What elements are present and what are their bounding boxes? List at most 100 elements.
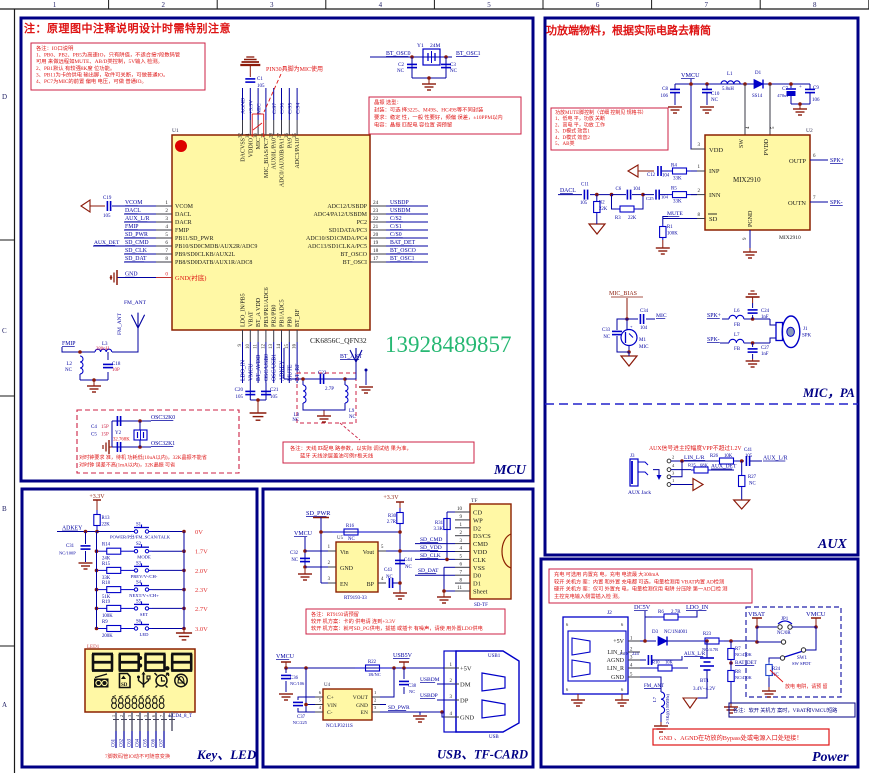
svg-text:SD_PWR: SD_PWR xyxy=(388,705,410,711)
svg-text:蓝牙 天线涂层盖油可例F板天线: 蓝牙 天线涂层盖油可例F板天线 xyxy=(300,452,374,460)
svg-text:1: 1 xyxy=(328,545,331,550)
svg-text:MIC: MIC xyxy=(639,345,649,350)
svg-text:AUX: AUX xyxy=(817,537,847,552)
svg-text:TF: TF xyxy=(471,498,477,504)
svg-text:FMIP: FMIP xyxy=(62,341,76,347)
svg-text:CK6856C_QFN32: CK6856C_QFN32 xyxy=(310,336,367,345)
svg-text:4: 4 xyxy=(165,224,168,230)
svg-text:1、PB0、PB2、PB5为高速IO，只有阱值，不适合接7段: 1、PB0、PB2、PB5为高速IO，只有阱值，不适合接7段数码管 xyxy=(36,51,180,59)
svg-text:NC: NC xyxy=(450,69,458,74)
svg-text:L1: L1 xyxy=(727,72,733,77)
svg-text:较开 关机方 案：内置 和外置 充电都 可选，电量检测用 V: 较开 关机方 案：内置 和外置 充电都 可选，电量检测用 VBAT内置 AD检测 xyxy=(554,577,724,585)
svg-text:L3: L3 xyxy=(102,342,108,347)
svg-text:2: 2 xyxy=(161,1,165,9)
svg-text:S1: S1 xyxy=(136,523,142,528)
svg-text:+3.3V: +3.3V xyxy=(383,495,399,501)
svg-text:D3/CS: D3/CS xyxy=(473,533,491,540)
svg-text:AUX信号进主控幅度VPP不超过1.2V: AUX信号进主控幅度VPP不超过1.2V xyxy=(649,444,742,452)
svg-text:BT1: BT1 xyxy=(700,679,709,684)
svg-text:NC/225: NC/225 xyxy=(293,720,308,725)
svg-text:5.8uH: 5.8uH xyxy=(722,87,734,92)
svg-text:R15: R15 xyxy=(102,562,111,567)
svg-text:R6: R6 xyxy=(658,610,664,615)
svg-text:4、PC7为MIC的前置 偏电 电压，可做 普通IO。: 4、PC7为MIC的前置 偏电 电压，可做 普通IO。 xyxy=(36,77,147,85)
svg-text:NC/4.7R: NC/4.7R xyxy=(702,647,718,652)
svg-text:8: 8 xyxy=(165,256,168,262)
svg-text:+3.3V: +3.3V xyxy=(89,494,105,500)
svg-text:C4: C4 xyxy=(91,425,97,430)
svg-text:GND: GND xyxy=(125,272,138,278)
svg-text:R25: R25 xyxy=(688,463,696,468)
svg-text:3: 3 xyxy=(127,715,132,717)
svg-text:NC: NC xyxy=(386,575,393,580)
svg-text:BAT_DET: BAT_DET xyxy=(390,240,416,246)
svg-text:C63: C63 xyxy=(128,738,133,747)
svg-text:4: 4 xyxy=(746,126,751,129)
svg-text:DACL: DACL xyxy=(175,212,192,218)
svg-text:SET: SET xyxy=(140,612,148,617)
svg-text:DACL: DACL xyxy=(125,208,141,214)
svg-text:各注：天线 匹配电 路参数，以实际 调试结 果为准，: 各注：天线 匹配电 路参数，以实际 调试结 果为准， xyxy=(290,444,412,452)
svg-text:2.7V: 2.7V xyxy=(195,606,208,613)
svg-text:SD-TF: SD-TF xyxy=(474,603,488,608)
svg-text:4: 4 xyxy=(379,1,383,9)
svg-text:12: 12 xyxy=(261,344,266,350)
svg-text:1: 1 xyxy=(53,1,57,9)
svg-text:3: 3 xyxy=(698,143,701,148)
svg-text:EN: EN xyxy=(361,710,368,716)
svg-text:4、D模式 效音2: 4、D模式 效音2 xyxy=(555,134,590,141)
svg-text:C19: C19 xyxy=(103,196,112,201)
svg-text:Y2: Y2 xyxy=(115,431,122,436)
svg-text:AUX_DET: AUX_DET xyxy=(94,240,120,246)
svg-text:CMD: CMD xyxy=(473,541,488,548)
svg-text:NC: NC xyxy=(292,418,299,423)
svg-text:功放端物料，根据实际电路去精简: 功放端物料，根据实际电路去精简 xyxy=(546,23,711,37)
svg-text:15P: 15P xyxy=(101,433,109,438)
svg-text:7: 7 xyxy=(813,196,816,201)
svg-text:SW1: SW1 xyxy=(797,656,808,661)
svg-text:2: 2 xyxy=(630,648,633,653)
svg-text:U1: U1 xyxy=(172,128,179,134)
svg-text:9: 9 xyxy=(238,344,243,347)
svg-text:R31: R31 xyxy=(435,521,444,526)
svg-text:FMIP: FMIP xyxy=(175,228,190,234)
svg-text:WP: WP xyxy=(473,517,483,524)
svg-text:8: 8 xyxy=(167,715,172,717)
svg-text:2: 2 xyxy=(328,561,331,566)
svg-text:SW SPDT: SW SPDT xyxy=(792,661,811,666)
svg-text:DM: DM xyxy=(460,682,471,689)
svg-text:C24: C24 xyxy=(761,309,770,314)
svg-text:10P: 10P xyxy=(112,368,120,373)
svg-text:U2: U2 xyxy=(806,128,813,134)
svg-text:MUTE: MUTE xyxy=(667,211,683,217)
svg-text:L7: L7 xyxy=(734,333,740,338)
svg-text:PVDD: PVDD xyxy=(764,138,770,155)
svg-text:NC/LP3211S: NC/LP3211S xyxy=(326,724,353,729)
svg-text:DC5V: DC5V xyxy=(634,604,651,611)
svg-text:R1: R1 xyxy=(667,225,673,230)
svg-text:9: 9 xyxy=(743,237,748,240)
svg-text:CLK: CLK xyxy=(473,557,486,564)
svg-text:C/S1: C/S1 xyxy=(390,224,402,230)
svg-text:VCOM: VCOM xyxy=(125,200,142,206)
svg-text:软开 机方案：就可SD_PG供电，拔插 或插卡 有噪声，请使: 软开 机方案：就可SD_PG供电，拔插 或插卡 有噪声，请使 用外置LDO供电 xyxy=(311,624,483,632)
svg-text:NC/100P: NC/100P xyxy=(59,551,76,556)
svg-text:5: 5 xyxy=(460,555,463,560)
svg-text:C2: C2 xyxy=(398,63,404,68)
svg-text:C21: C21 xyxy=(270,388,279,393)
svg-text:17: 17 xyxy=(373,256,379,262)
svg-text:6: 6 xyxy=(319,690,322,695)
svg-text:10: 10 xyxy=(457,507,463,512)
svg-text:C41: C41 xyxy=(744,448,753,453)
svg-text:105: 105 xyxy=(257,84,265,89)
svg-text:104: 104 xyxy=(662,174,670,179)
svg-text:1: 1 xyxy=(698,165,701,170)
svg-text:OSC32K0: OSC32K0 xyxy=(151,415,175,421)
svg-text:2.3V: 2.3V xyxy=(195,587,208,594)
svg-text:VDD: VDD xyxy=(473,549,487,556)
svg-text:1: 1 xyxy=(672,478,674,483)
svg-text:R9: R9 xyxy=(102,620,108,625)
svg-text:L7: L7 xyxy=(652,696,657,702)
svg-text:200K: 200K xyxy=(102,634,113,639)
svg-text:U4: U4 xyxy=(324,683,331,688)
